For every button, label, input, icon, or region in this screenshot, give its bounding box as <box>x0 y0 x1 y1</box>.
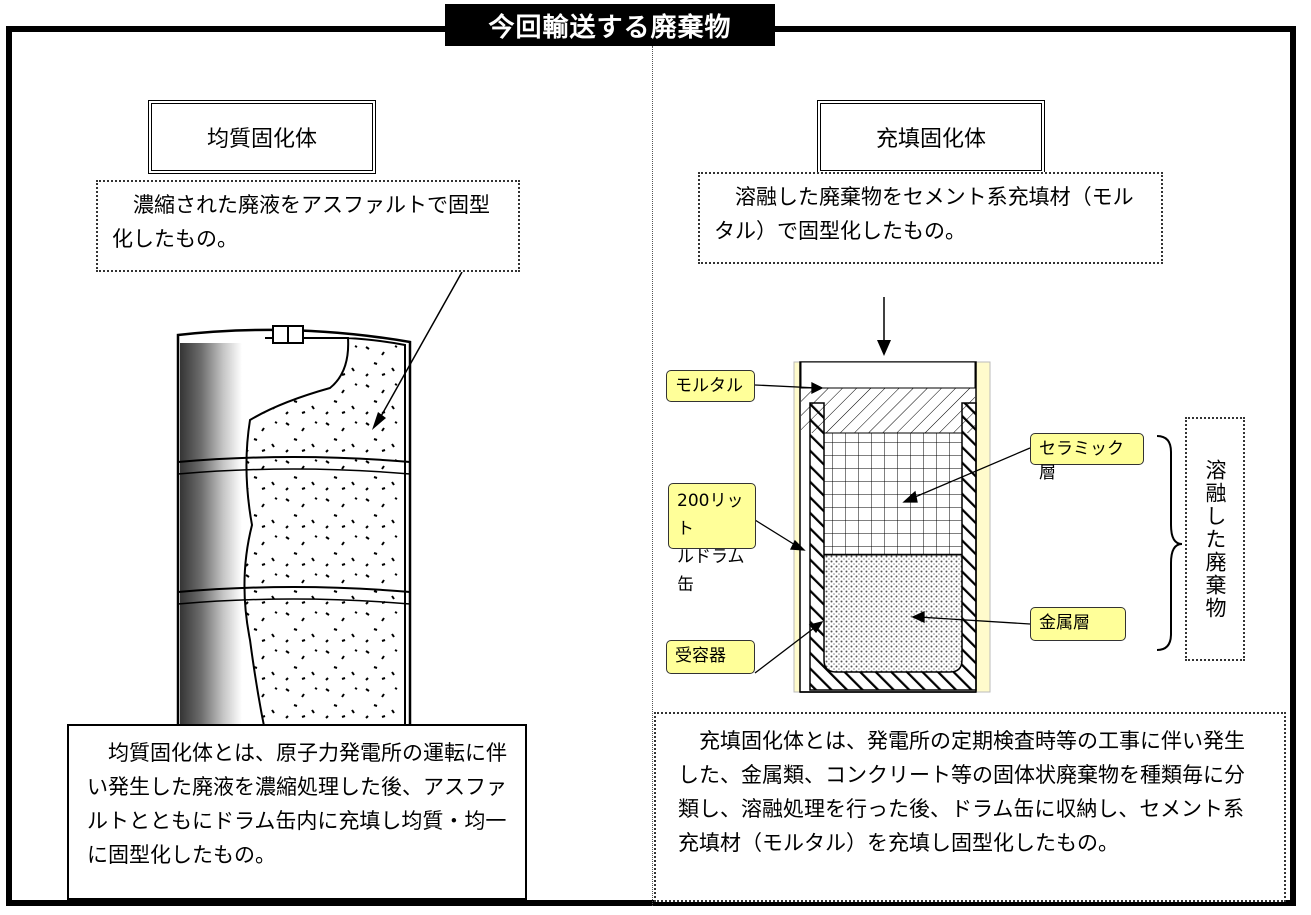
label-metal-layer: 金属層 <box>1030 607 1126 641</box>
label-receiver: 受容器 <box>666 640 755 674</box>
molten-waste-brace <box>1156 435 1183 651</box>
page-title: 今回輸送する廃棄物 <box>445 4 775 46</box>
right-arrowhead <box>877 340 891 356</box>
filled-heading: 充填固化体 <box>875 127 986 152</box>
molten-waste-label: 溶融した廃棄物 <box>1185 417 1245 661</box>
homogeneous-description: 均質固化体とは、原子力発電所の運転に伴い発生した廃液を濃縮処理した後、アスファル… <box>87 741 507 867</box>
label-mortar: モルタル <box>666 370 755 402</box>
center-divider <box>652 46 653 906</box>
filled-caption: 溶融した廃棄物をセメント系充填材（モルタル）で固型化したもの。 <box>714 185 1134 243</box>
homogeneous-caption: 濃縮された廃液をアスファルトで固型化したもの。 <box>112 193 490 251</box>
label-200l-drum-line1: 200リット <box>677 491 744 539</box>
filled-drum-cross-section <box>793 361 991 693</box>
left-pointer-arrow <box>379 271 463 419</box>
filled-description: 充填固化体とは、発電所の定期検査時等の工事に伴い発生した、金属類、コンクリート等… <box>678 729 1245 855</box>
label-ceramic-layer: セラミック層 <box>1030 433 1144 483</box>
filled-description-box: 充填固化体とは、発電所の定期検査時等の工事に伴い発生した、金属類、コンクリート等… <box>654 712 1286 902</box>
homogeneous-heading: 均質固化体 <box>206 127 317 152</box>
homogeneous-heading-box: 均質固化体 <box>148 100 376 174</box>
leader-lines <box>754 381 1031 674</box>
filled-heading-box: 充填固化体 <box>817 100 1045 174</box>
asphalt-drum-illustration <box>176 325 412 845</box>
label-200l-drum: 200リット ルドラム缶 <box>668 483 756 595</box>
left-arrowhead <box>372 412 386 430</box>
homogeneous-caption-box: 濃縮された廃液をアスファルトで固型化したもの。 <box>96 180 520 272</box>
homogeneous-description-box: 均質固化体とは、原子力発電所の運転に伴い発生した廃液を濃縮処理した後、アスファル… <box>67 724 527 900</box>
label-200l-drum-line2: ルドラム缶 <box>677 547 745 595</box>
filled-caption-box: 溶融した廃棄物をセメント系充填材（モルタル）で固型化したもの。 <box>698 172 1163 264</box>
